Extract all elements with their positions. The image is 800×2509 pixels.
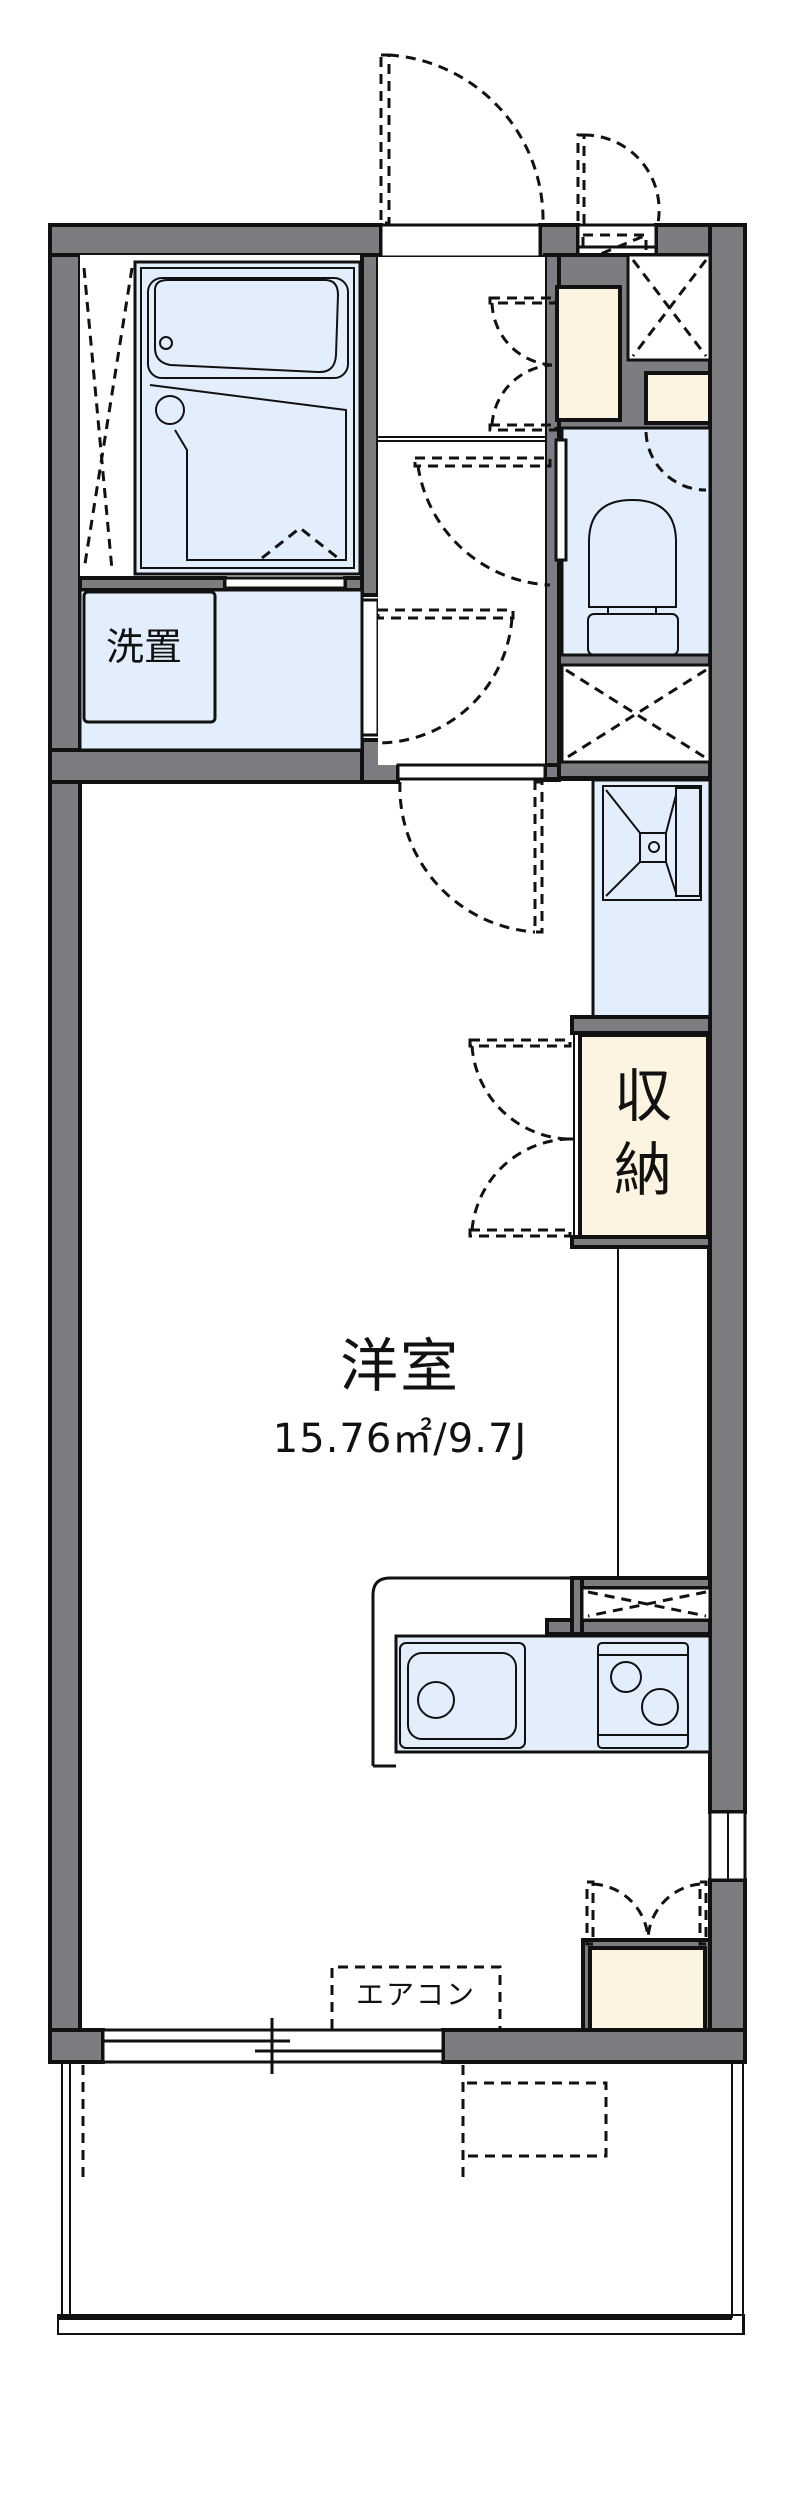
outer-walls: [48, 223, 747, 2064]
air-conditioner: [330, 1965, 502, 2029]
storage-label-line2: 納: [613, 1136, 672, 1204]
room-area-western: 15.76㎡/9.7J: [272, 1416, 528, 1462]
washer-space-label: 洗置: [105, 625, 182, 669]
bathroom: [80, 255, 365, 578]
right-column: [554, 253, 712, 780]
side-window: [708, 1810, 747, 1882]
washroom: [78, 588, 380, 752]
balcony-window: [101, 2018, 445, 2074]
entrance-door: [379, 53, 545, 259]
kitchen: [371, 1576, 712, 1768]
balcony: [57, 2062, 745, 2335]
storage-closet: [468, 1015, 712, 1580]
laundry-area: [591, 778, 712, 1019]
hallway: [376, 257, 558, 934]
storage-label-line1: 収: [613, 1062, 672, 1130]
air-conditioner-label: エアコン: [355, 1978, 476, 2011]
small-storage: [581, 1880, 712, 2032]
room-label-western: 洋室: [339, 1332, 460, 1400]
meter-box-door: [576, 133, 661, 269]
